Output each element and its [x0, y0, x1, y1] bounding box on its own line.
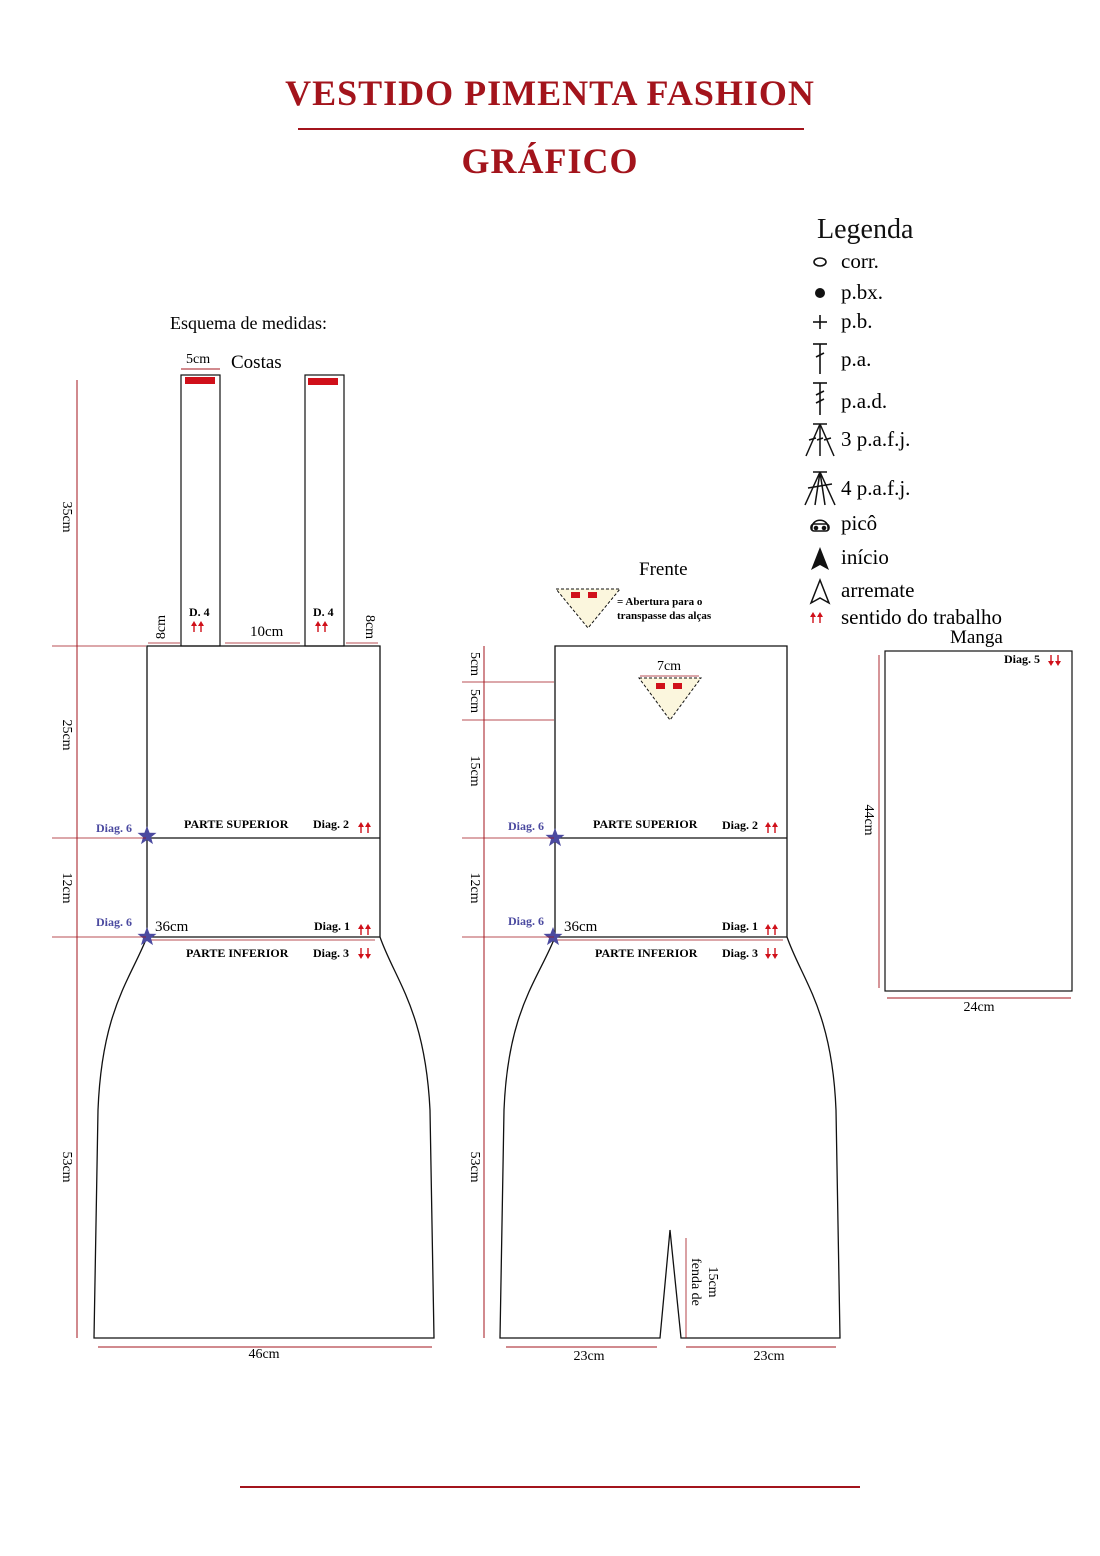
front-label: Frente [639, 559, 688, 580]
measure-label: 5cm [467, 689, 482, 713]
legend-label: 4 p.a.f.j. [841, 476, 910, 500]
diag-label: Diag. 2 [313, 817, 349, 831]
part-label: PARTE INFERIOR [595, 946, 698, 960]
double-crochet-icon [813, 343, 827, 374]
measure-label: 46cm [248, 1347, 279, 1362]
opening-marker [656, 683, 665, 689]
join-star-icon [137, 927, 157, 946]
legend-label: corr. [841, 249, 879, 273]
treble-crochet-icon [813, 382, 827, 415]
front-body-outline [499, 645, 841, 1339]
sleeve-label: Manga [950, 627, 1003, 648]
legend-label: p.a. [841, 347, 871, 371]
diag-label: Diag. 2 [722, 818, 758, 832]
slit-label: fenda de [688, 1258, 703, 1306]
opening-note: = Abertura para o [617, 596, 703, 608]
footer-divider [240, 1486, 860, 1488]
work-direction-icon [357, 923, 372, 936]
legend-label: arremate [841, 578, 914, 602]
diag-side-label: Diag. 6 [508, 914, 544, 928]
measure-label: 8cm [154, 615, 169, 639]
front-panel: Frente = Abertura para o transpasse das … [462, 559, 841, 1364]
four-dc-cluster-icon [804, 471, 836, 506]
legend-label: sentido do trabalho [841, 605, 1002, 629]
measure-label: 7cm [657, 659, 681, 674]
page-title: VESTIDO PIMENTA FASHION [285, 73, 815, 113]
work-direction-icon [764, 923, 779, 936]
page-subtitle: GRÁFICO [461, 141, 639, 181]
measure-label: 44cm [861, 804, 876, 835]
legend-label: início [841, 545, 889, 569]
diag-label: Diag. 3 [722, 946, 758, 960]
diag-side-label: Diag. 6 [96, 821, 132, 835]
slit-label: 15cm [705, 1266, 720, 1297]
measure-label: 35cm [59, 501, 74, 532]
legend: Legenda corr. p.bx. p.b. p.a. p.a.d. 3 p… [804, 214, 1002, 629]
measure-label: 53cm [59, 1151, 74, 1182]
start-marker-icon [811, 547, 829, 570]
title-divider [298, 128, 804, 130]
diag-label: Diag. 5 [1004, 652, 1040, 666]
slip-stitch-icon [815, 288, 825, 298]
sleeve-panel: Manga Diag. 5 44cm 24cm [861, 627, 1073, 1015]
diag-label: Diag. 3 [313, 946, 349, 960]
opening-note: transpasse das alças [617, 610, 712, 622]
legend-label: p.bx. [841, 280, 883, 304]
legend-title: Legenda [817, 214, 914, 245]
measure-label: 8cm [362, 615, 377, 639]
diag-label: Diag. 1 [314, 919, 350, 933]
work-direction-icon [190, 620, 205, 633]
part-label: PARTE INFERIOR [186, 946, 289, 960]
back-label: Costas [231, 352, 282, 373]
work-direction-icon [764, 947, 779, 960]
legend-label: picô [841, 511, 877, 535]
back-body-outline [93, 645, 435, 1339]
strap-marker [308, 378, 338, 385]
measure-label: 5cm [186, 352, 210, 367]
measure-label: 53cm [467, 1151, 482, 1182]
finish-marker-icon [809, 577, 831, 605]
work-direction-icon [1047, 654, 1062, 667]
measure-label: 36cm [155, 919, 189, 935]
opening-symbol-icon [554, 588, 622, 629]
three-dc-cluster-icon [805, 423, 835, 457]
sleeve-outline [884, 650, 1073, 992]
diag-side-label: Diag. 6 [96, 915, 132, 929]
strap-diag-label: D. 4 [313, 605, 334, 619]
opening-marker [571, 592, 580, 598]
measure-label: 12cm [59, 872, 74, 903]
strap-marker [185, 377, 215, 384]
chain-stitch-icon [813, 257, 827, 267]
measure-label: 23cm [573, 1349, 604, 1364]
diag-side-label: Diag. 6 [508, 819, 544, 833]
measure-label: 15cm [467, 755, 482, 786]
measure-label: 23cm [753, 1349, 784, 1364]
part-label: PARTE SUPERIOR [184, 817, 289, 831]
legend-label: 3 p.a.f.j. [841, 427, 910, 451]
work-direction-icon [314, 620, 329, 633]
work-direction-icon [809, 611, 824, 624]
neck-opening [638, 677, 702, 721]
measure-label: 36cm [564, 919, 598, 935]
back-panel: Esquema de medidas: Costas D. 4 D. 4 5cm… [52, 313, 435, 1362]
measure-label: 24cm [963, 1000, 994, 1015]
opening-marker [673, 683, 682, 689]
measure-label: 10cm [250, 624, 284, 640]
single-crochet-icon [813, 315, 827, 329]
legend-label: p.a.d. [841, 389, 887, 413]
work-direction-icon [357, 821, 372, 834]
diag-label: Diag. 1 [722, 919, 758, 933]
measure-label: 5cm [467, 652, 482, 676]
opening-marker [588, 592, 597, 598]
schema-label: Esquema de medidas: [170, 313, 327, 333]
strap-diag-label: D. 4 [189, 605, 210, 619]
measure-label: 12cm [467, 872, 482, 903]
measure-label: 25cm [59, 719, 74, 750]
legend-label: p.b. [841, 309, 873, 333]
part-label: PARTE SUPERIOR [593, 817, 698, 831]
picot-icon [810, 519, 830, 532]
work-direction-icon [764, 821, 779, 834]
work-direction-icon [357, 947, 372, 960]
